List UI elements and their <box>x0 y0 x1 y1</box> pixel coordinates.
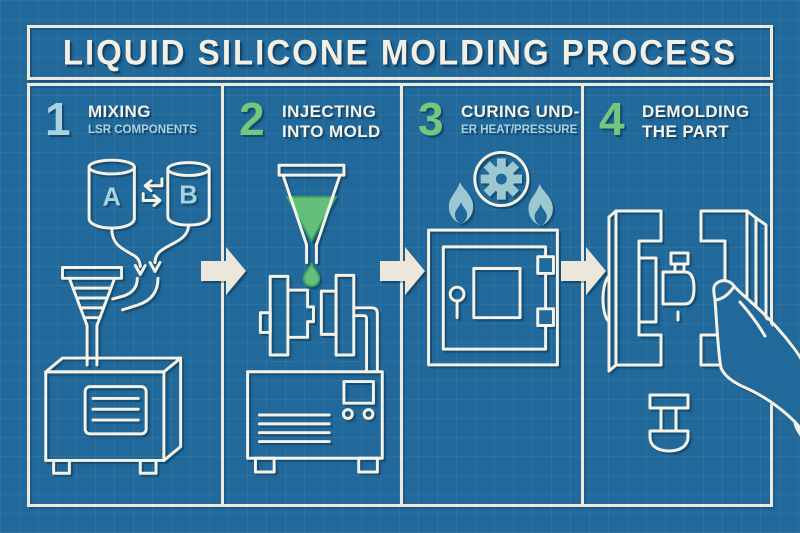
step-title-4b: THE PART <box>642 121 729 141</box>
flame-icon-left <box>448 182 474 224</box>
curing-illustration <box>427 150 559 367</box>
mixing-tubes <box>110 223 190 312</box>
step-number-3: 3 <box>418 93 444 145</box>
cylinder-a-label: A <box>102 183 120 211</box>
step-header-3: 3 CURING UND- ER HEAT/PRESSURE <box>403 86 581 145</box>
step-number-2: 2 <box>239 93 265 145</box>
curing-oven <box>427 228 559 367</box>
molded-part <box>661 251 696 322</box>
arrow-right-icon <box>380 247 425 295</box>
step-title-2b: INTO MOLD <box>282 121 381 141</box>
step-subtitle-1: LSR COMPONENTS <box>88 121 197 136</box>
cylinder-a: A <box>87 158 136 230</box>
step-panel-injecting: 2 INJECTING INTO MOLD <box>224 86 403 504</box>
arrow-right-icon <box>561 247 606 295</box>
page-title: LIQUID SILICONE MOLDING PROCESS <box>62 32 738 72</box>
step-title-2: INJECTING <box>282 102 377 121</box>
flame-icon-right <box>528 184 553 226</box>
drop-icon <box>302 262 321 288</box>
oven-hinge-bottom <box>536 307 555 328</box>
injection-funnel <box>277 163 346 288</box>
step-header-1: 1 MIXING LSR COMPONENTS <box>30 86 221 145</box>
mixing-illustration: A B <box>44 158 211 475</box>
feed-pipe <box>352 306 379 374</box>
step-number-1: 1 <box>45 93 71 145</box>
title-banner: LIQUID SILICONE MOLDING PROCESS <box>27 25 773 80</box>
hand <box>712 279 800 437</box>
liquid-silicone <box>285 195 338 242</box>
gear-icon <box>473 150 530 208</box>
step-header-4: 4 DEMOLDING THE PART <box>584 86 770 145</box>
step-title-1: MIXING <box>88 102 151 121</box>
step-panel-curing: 3 CURING UND- ER HEAT/PRESSURE <box>403 86 584 504</box>
step-number-4: 4 <box>599 93 625 145</box>
oven-handle <box>448 285 466 303</box>
injection-machine <box>246 370 384 474</box>
demolding-illustration <box>601 209 800 453</box>
cylinder-b: B <box>166 161 211 227</box>
demolded-part <box>648 393 690 453</box>
exchange-arrows-icon <box>141 177 164 207</box>
arrow-right-icon <box>201 247 246 295</box>
step-subtitle-3: ER HEAT/PRESSURE <box>461 121 578 136</box>
oven-hinge-top <box>536 255 555 275</box>
mixing-funnel <box>61 266 124 367</box>
injecting-illustration <box>246 163 384 474</box>
cylinder-b-label: B <box>179 181 197 209</box>
step-title-3: CURING UND- <box>461 102 580 121</box>
step-header-2: 2 INJECTING INTO MOLD <box>224 86 400 145</box>
step-panel-demolding: 4 DEMOLDING THE PART <box>584 86 800 504</box>
mixing-machine <box>44 356 183 475</box>
process-steps: A B <box>27 83 800 507</box>
mold-half-left <box>601 209 663 373</box>
step-title-4: DEMOLDING <box>642 102 750 121</box>
mold-clamp <box>258 273 356 357</box>
step-panel-mixing: A B <box>30 86 224 504</box>
